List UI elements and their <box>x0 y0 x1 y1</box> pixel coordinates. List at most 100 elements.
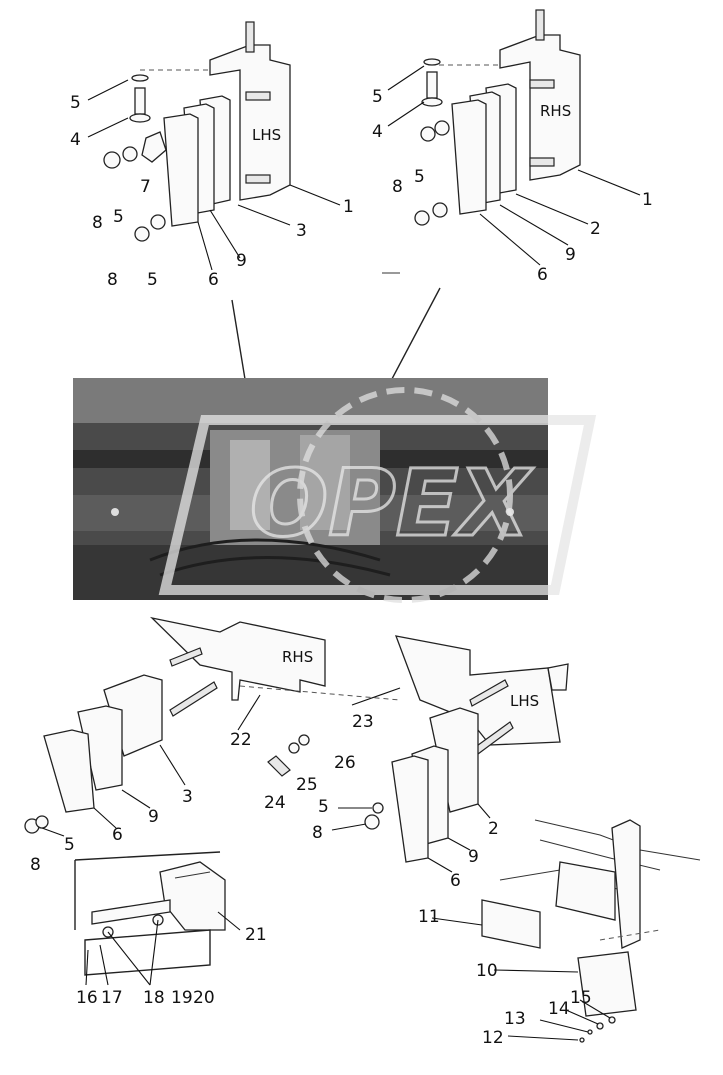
leader-line <box>351 687 401 706</box>
callout-4: 4 <box>372 122 383 142</box>
leader-line <box>237 204 291 226</box>
plate-part-6 <box>451 99 487 215</box>
callout-8: 8 <box>107 270 118 290</box>
callout-8: 8 <box>30 855 41 875</box>
leader-line <box>539 1019 589 1033</box>
leader-line <box>85 949 89 986</box>
nut-part-8 <box>364 814 380 830</box>
plate-part-6 <box>163 113 199 227</box>
bracket-part-1 <box>499 34 581 181</box>
leader-line <box>477 803 491 819</box>
screw-part-12 <box>579 1037 585 1043</box>
mount-post <box>611 819 641 949</box>
cover-part-21 <box>159 861 226 931</box>
callout-10: 10 <box>476 961 498 981</box>
stud <box>245 21 255 53</box>
leader-line <box>515 193 589 225</box>
callout-23: 23 <box>352 712 374 732</box>
callout-2: 2 <box>590 219 601 239</box>
washer-part-5 <box>122 146 138 162</box>
callout-25: 25 <box>296 775 318 795</box>
washer-part-14 <box>596 1022 604 1030</box>
cover-part-11 <box>481 899 541 949</box>
callout-1: 1 <box>343 197 354 217</box>
leader-line <box>209 209 241 259</box>
bracket-part-17 <box>91 899 171 925</box>
side-label-rhs: RHS <box>282 648 313 666</box>
watermark-text: OPEX <box>250 450 533 557</box>
callout-9: 9 <box>236 251 247 271</box>
leader-line <box>149 919 159 986</box>
leader-line <box>431 917 483 926</box>
stud <box>469 679 509 707</box>
washer-part-26 <box>298 734 310 746</box>
callout-14: 14 <box>548 999 570 1019</box>
nut-part-8 <box>134 226 150 242</box>
plate-part-6 <box>391 755 429 863</box>
middle-assembly: RHS LHS <box>24 616 569 891</box>
bolt-part-24 <box>267 755 291 777</box>
leader-line <box>87 117 129 138</box>
washer-part-5 <box>434 120 450 136</box>
callout-5: 5 <box>372 87 383 107</box>
leader-line <box>577 169 641 196</box>
callout-19: 19 <box>171 988 193 1008</box>
washer-part-25 <box>288 742 300 754</box>
callout-8: 8 <box>312 823 323 843</box>
leader-line <box>121 789 151 809</box>
harness-wire <box>539 839 661 871</box>
callout-12: 12 <box>482 1028 504 1048</box>
leader-line <box>87 79 129 101</box>
washer-part-13 <box>587 1029 593 1035</box>
leader-line <box>447 837 471 851</box>
washer-part-5 <box>432 202 448 218</box>
callout-3: 3 <box>182 787 193 807</box>
callout-9: 9 <box>148 807 159 827</box>
callout-6: 6 <box>112 825 123 845</box>
bottom-right-detail: 11 10 15 14 13 12 <box>418 819 701 1048</box>
callout-5: 5 <box>64 835 75 855</box>
leader-line <box>479 213 541 266</box>
leader-line <box>499 204 569 246</box>
callout-21: 21 <box>245 925 267 945</box>
photo-bracket-left <box>230 440 270 530</box>
watermark-logo: OPEX <box>158 387 597 603</box>
bolt-part-4 <box>426 71 438 99</box>
bolt-part-4 <box>134 87 146 115</box>
callout-5: 5 <box>414 167 425 187</box>
side-label-lhs: LHS <box>252 126 281 144</box>
leader-line <box>387 65 425 91</box>
callout-4: 4 <box>70 130 81 150</box>
callout-22: 22 <box>230 730 252 750</box>
bracket-tab <box>547 663 569 691</box>
stud <box>169 681 218 717</box>
callout-6: 6 <box>450 871 461 891</box>
callout-2: 2 <box>488 819 499 839</box>
leader-line <box>579 999 611 1019</box>
side-label-lhs: LHS <box>510 692 539 710</box>
leader-line <box>99 944 109 986</box>
callout-17: 17 <box>101 988 123 1008</box>
callout-9: 9 <box>565 245 576 265</box>
leader-line <box>331 823 367 831</box>
callout-24: 24 <box>264 793 286 813</box>
callout-15: 15 <box>570 988 592 1008</box>
callout-5: 5 <box>147 270 158 290</box>
frame-edge <box>74 851 221 861</box>
cover-rib <box>174 871 211 879</box>
plate-part-6 <box>43 729 95 813</box>
callout-7: 7 <box>140 177 151 197</box>
callout-9: 9 <box>468 847 479 867</box>
stud <box>529 79 555 89</box>
callout-18: 18 <box>143 988 165 1008</box>
washer-part-5 <box>372 802 384 814</box>
leader-line <box>197 221 213 271</box>
leader-line <box>427 857 453 873</box>
dash-guide <box>599 929 661 941</box>
photo-bolt <box>111 508 119 516</box>
stud <box>529 157 555 167</box>
nut-part-8 <box>414 210 430 226</box>
connector-housing <box>555 861 616 921</box>
leader-line <box>159 744 186 786</box>
